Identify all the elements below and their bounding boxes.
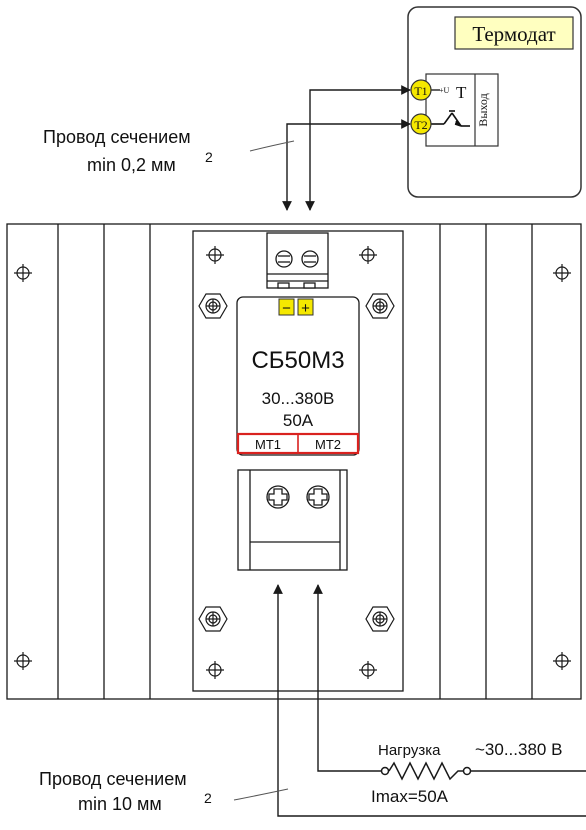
signal-wire-sup: 2	[205, 149, 213, 165]
crosshair-icon	[359, 661, 377, 679]
crosshair-icon	[359, 246, 377, 264]
terminal-t1-badge: T1	[410, 79, 432, 101]
signal-wire-line1: Провод сечением	[43, 127, 191, 147]
svg-text:T2: T2	[414, 118, 427, 132]
signal-wire-callout: Провод сечением min 0,2 мм 2	[43, 127, 295, 175]
terminal-mt1: МТ1	[255, 437, 281, 452]
crosshair-icon	[206, 661, 224, 679]
crosshair-icon	[14, 264, 32, 282]
power-wire-line2: min 10 мм	[78, 794, 162, 814]
svg-text:T1: T1	[414, 84, 427, 98]
polarity-plus-badge	[297, 298, 314, 316]
crosshair-icon	[553, 652, 571, 670]
crosshair-icon	[206, 246, 224, 264]
supply-voltage: ~30...380 В	[475, 740, 562, 759]
crosshair-icon	[14, 652, 32, 670]
mounting-hole-icons	[14, 246, 571, 679]
terminal-t2-badge: T2	[410, 113, 432, 135]
transistor-symbol	[431, 110, 470, 127]
power-wire-sup: 2	[204, 790, 212, 806]
thermodat-controller: Термодат Выход T +U T1 T2	[407, 6, 582, 198]
control-wires	[282, 85, 411, 211]
heatsink	[6, 223, 582, 700]
power-wire-line1: Провод сечением	[39, 769, 187, 789]
relay-body: − + СБ50М3 30...380В 50А МТ1 МТ2	[236, 296, 360, 456]
hex-nut-icon	[198, 606, 228, 632]
hex-nut-icon	[365, 606, 395, 632]
screw-icon	[266, 485, 290, 509]
controller-title: Термодат	[472, 22, 555, 46]
relay-voltage: 30...380В	[262, 389, 335, 408]
control-terminal-block	[266, 232, 329, 289]
signal-wire-line2: min 0,2 мм	[87, 155, 176, 175]
load-label: Нагрузка	[378, 742, 441, 759]
controller-t-symbol: T	[456, 83, 467, 102]
power-wires	[273, 584, 586, 817]
hex-nut-icon	[198, 293, 228, 319]
output-label: Выход	[476, 93, 490, 126]
load-resistor	[380, 761, 472, 781]
plus-u-label: +U	[439, 86, 450, 95]
power-terminal-block	[237, 469, 348, 571]
hex-nut-icons	[198, 293, 395, 632]
hex-nut-icon	[365, 293, 395, 319]
terminal-mt2: МТ2	[315, 437, 341, 452]
svg-text:Выход: Выход	[476, 93, 490, 126]
imax-label: Imax=50A	[371, 787, 449, 806]
crosshair-icon	[553, 264, 571, 282]
relay-model: СБ50М3	[251, 347, 344, 374]
polarity-minus: −	[282, 300, 291, 317]
power-wire-callout: Провод сечением min 10 мм 2	[39, 769, 289, 814]
relay-current: 50А	[283, 411, 314, 430]
polarity-plus: +	[301, 300, 310, 317]
controller-title-box	[454, 16, 574, 50]
polarity-minus-badge	[278, 298, 295, 316]
screw-icon	[306, 485, 330, 509]
